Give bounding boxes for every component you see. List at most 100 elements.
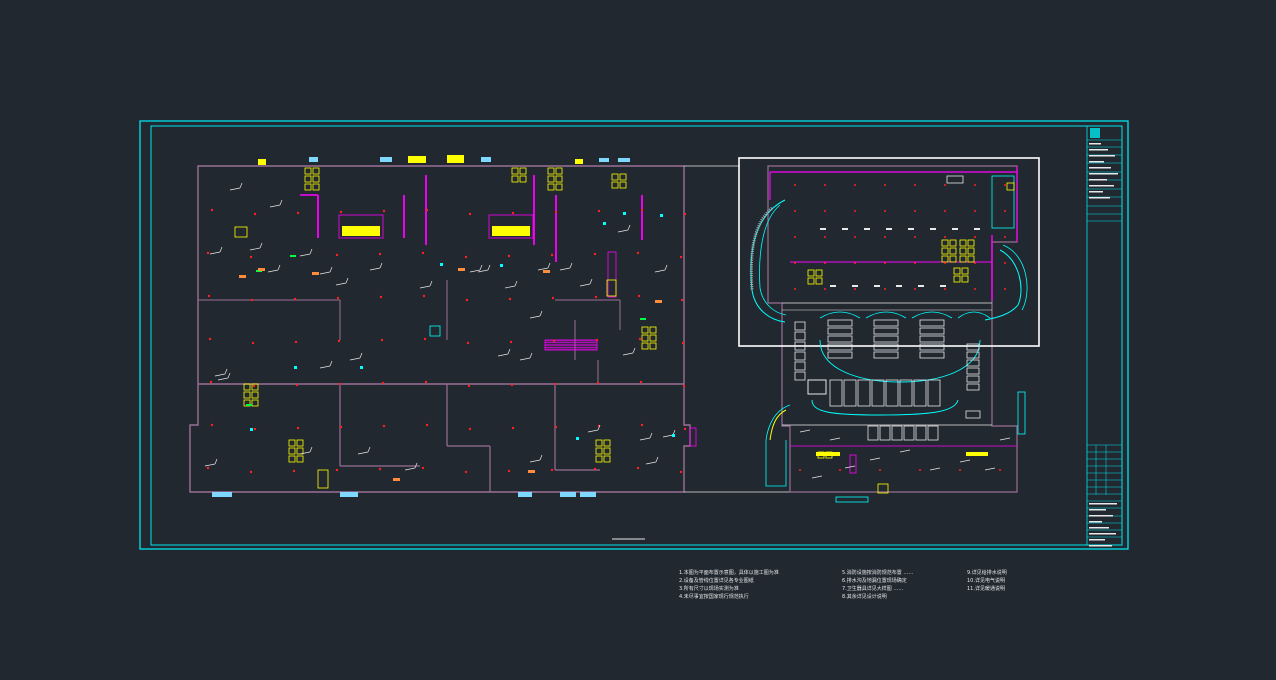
drawing-border-outer [139, 120, 1129, 550]
ramp-curve [1002, 244, 1028, 311]
structural-column [597, 209, 601, 213]
door-swing [299, 253, 311, 257]
structural-column [336, 296, 340, 300]
room-label [974, 228, 980, 230]
parking-bay [867, 425, 879, 441]
structural-column [249, 255, 253, 259]
equipment-block [312, 183, 320, 191]
equipment-block [603, 439, 611, 447]
equipment-block [959, 255, 967, 263]
cad-block [946, 175, 964, 184]
structural-column [293, 297, 297, 301]
room-label [852, 285, 858, 287]
title-block-text [1089, 503, 1117, 505]
equipment-block [611, 173, 619, 181]
equipment-block [967, 247, 975, 255]
structural-column [467, 384, 471, 388]
door-swing [359, 352, 363, 359]
door-swing [379, 262, 383, 269]
door-swing [829, 437, 841, 441]
equipment-block [555, 167, 563, 175]
cad-tag [429, 325, 441, 337]
door-swing [655, 456, 659, 463]
door-swing [537, 267, 549, 271]
structural-column [552, 339, 556, 343]
structural-column [959, 469, 961, 471]
equipment-block [641, 326, 649, 334]
equipment-block [258, 159, 266, 165]
title-block-text [1089, 167, 1111, 169]
structural-column [944, 288, 946, 290]
drawing-border-inner [150, 125, 1123, 546]
sensor-marker [623, 212, 626, 215]
equipment-block [251, 399, 259, 407]
parking-bay [807, 379, 827, 395]
sensor-marker [500, 264, 503, 267]
room-label [952, 228, 958, 230]
equipment-block [317, 469, 329, 489]
title-block-text [1089, 149, 1108, 151]
cad-tag [380, 157, 392, 162]
structural-column [884, 236, 886, 238]
door-swing [309, 446, 313, 453]
door-swing [529, 352, 533, 359]
parking-bay [913, 379, 927, 407]
door-swing [639, 437, 651, 441]
track-arch [911, 311, 953, 319]
door-swing [204, 463, 216, 467]
sensor-marker [603, 222, 606, 225]
title-block-text [1089, 191, 1103, 193]
parking-bay [873, 335, 899, 343]
structural-column [854, 262, 856, 264]
structural-column [207, 294, 211, 298]
room-label [864, 228, 870, 230]
structural-column [824, 262, 826, 264]
structural-column [636, 251, 640, 255]
parking-bay [899, 379, 913, 407]
structural-column [554, 210, 558, 214]
pipe-marker [239, 275, 246, 278]
structural-column [799, 469, 801, 471]
structural-column [209, 380, 213, 384]
pipe-marker [258, 268, 265, 271]
door-swing [224, 368, 228, 375]
structural-column [339, 425, 343, 429]
pipe-marker [528, 470, 535, 473]
parking-bay [829, 379, 843, 407]
structural-column [250, 298, 254, 302]
structural-column [974, 236, 976, 238]
structural-column [252, 384, 256, 388]
parking-bay [966, 343, 980, 351]
equipment-block [575, 159, 583, 164]
door-swing [329, 360, 333, 367]
structural-column [794, 236, 796, 238]
structural-column [468, 212, 472, 216]
structural-column [944, 262, 946, 264]
structural-column [251, 341, 255, 345]
structural-column [208, 337, 212, 341]
ramp-curve [765, 404, 791, 487]
equipment-block [595, 455, 603, 463]
detail-callout-box[interactable] [738, 157, 1040, 347]
equipment-block [304, 167, 312, 175]
door-swing [664, 264, 668, 271]
door-swing [335, 282, 347, 286]
equipment-block [251, 383, 259, 391]
structural-column [422, 294, 426, 298]
structural-column [249, 470, 253, 474]
door-swing [217, 377, 229, 381]
title-block-text [1089, 545, 1112, 547]
equipment-block [967, 239, 975, 247]
pipe-marker [393, 478, 400, 481]
structural-column [679, 255, 683, 259]
equipment-block [243, 391, 251, 399]
structural-column [335, 253, 339, 257]
door-swing [929, 467, 941, 471]
parking-bay [919, 335, 945, 343]
parking-bay [879, 425, 891, 441]
door-swing [219, 246, 223, 253]
parking-bay [807, 379, 827, 395]
parking-bay [794, 341, 806, 351]
parking-bay [927, 425, 939, 441]
